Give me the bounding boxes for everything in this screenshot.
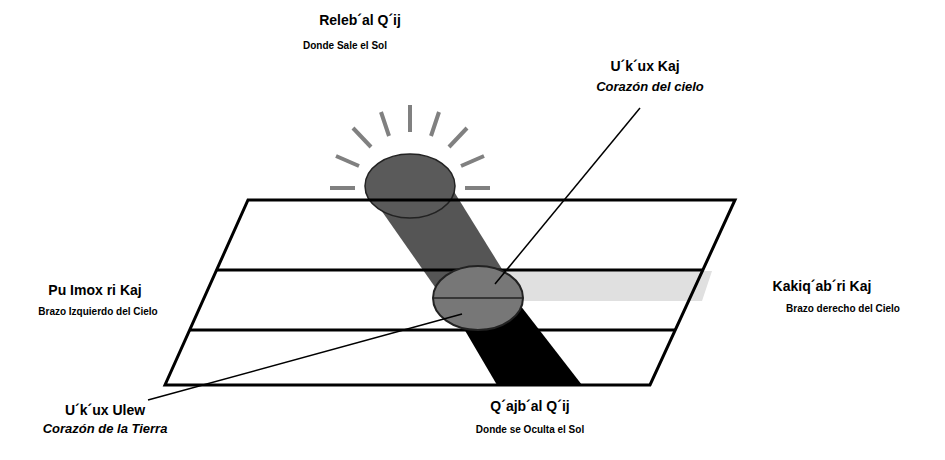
direction-note: Donde se Oculta el Sol	[476, 424, 584, 436]
arm-note: Brazo derecho del Cielo	[786, 303, 900, 315]
arm-note: Brazo Izquierdo del Cielo	[38, 306, 157, 318]
center-circle	[433, 266, 523, 330]
grey-band	[500, 271, 712, 301]
leader-line	[495, 108, 640, 284]
center-note: Corazón de la Tierra	[43, 422, 168, 437]
center-note: Corazón del cielo	[596, 80, 704, 95]
direction-title: Releb´al Q´ij	[319, 12, 401, 28]
center-line	[433, 297, 523, 299]
direction-title: Q´ajb´al Q´ij	[490, 398, 569, 414]
sun	[365, 154, 455, 218]
world-plane	[165, 200, 735, 385]
direction-note: Donde Sale el Sol	[303, 40, 387, 52]
leader-line	[148, 314, 462, 400]
arm-title: Pu Imox ri Kaj	[48, 282, 141, 298]
arm-title: Kakiq´ab´ri Kaj	[773, 278, 872, 294]
center-title: U´k´ux Kaj	[610, 58, 679, 74]
center-title: U´k´ux Ulew	[65, 402, 145, 418]
